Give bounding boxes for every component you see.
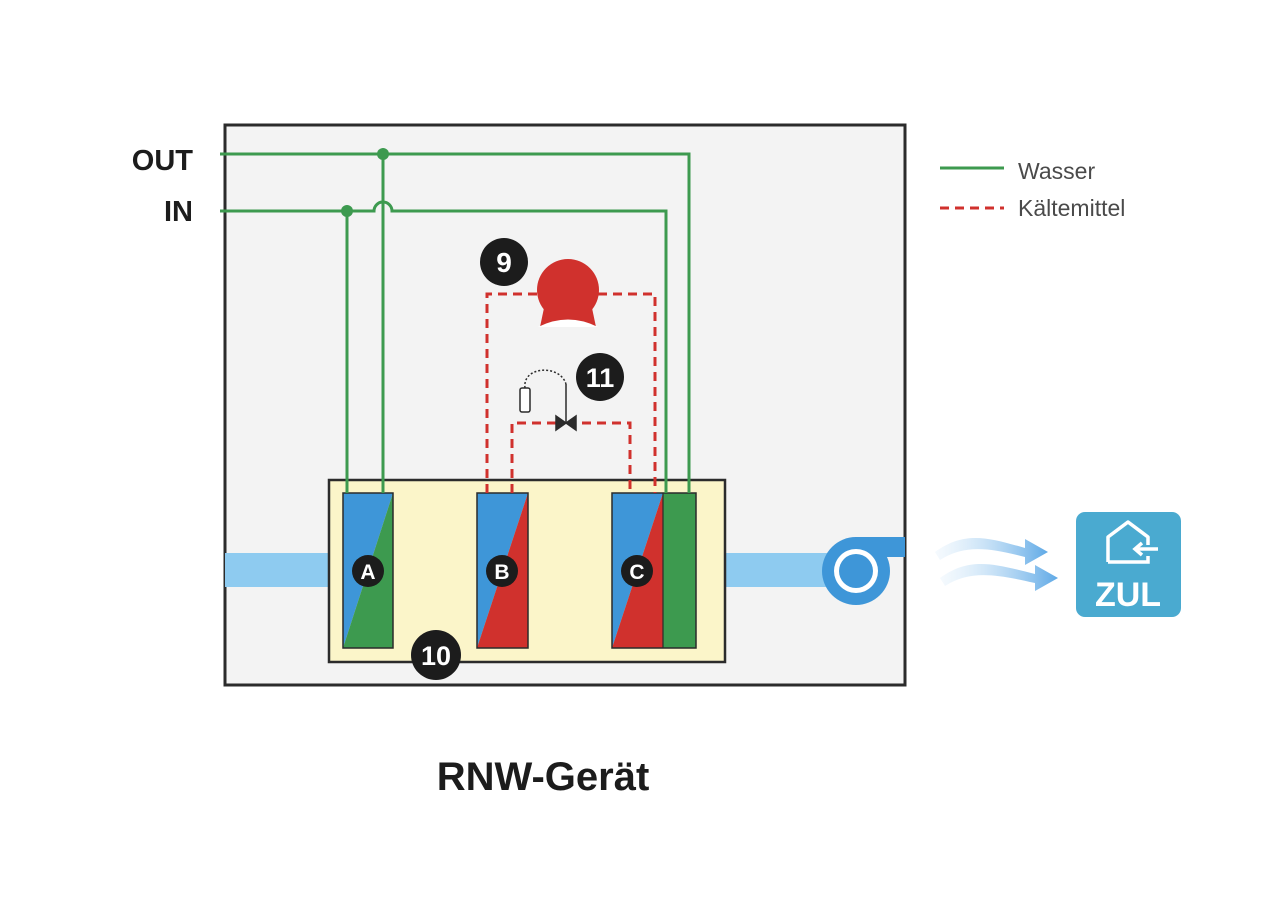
fan-icon	[822, 537, 905, 605]
exchanger-c-label: C	[629, 561, 644, 584]
marker-9-circle	[480, 238, 528, 286]
exchanger-a-badge	[352, 555, 384, 587]
marker-10-label: 10	[421, 641, 451, 671]
marker-9-label: 9	[496, 247, 512, 278]
air-duct-right	[725, 553, 835, 587]
port-in-label: IN	[164, 196, 193, 228]
diagram-caption: RNW-Gerät	[437, 755, 650, 799]
junction-in	[341, 205, 353, 217]
zul-label: ZUL	[1095, 576, 1161, 614]
marker-10-circle	[411, 630, 461, 680]
exchanger-c-badge	[621, 555, 653, 587]
exchanger-a-label: A	[360, 561, 375, 584]
marker-11-circle	[576, 353, 624, 401]
house-entry-icon	[1106, 520, 1150, 562]
compressor	[537, 259, 599, 327]
legend-water-label: Wasser	[1018, 158, 1095, 184]
water-lines	[220, 152, 691, 493]
supply-air-arrows	[935, 537, 1058, 591]
marker-11-label: 11	[586, 363, 615, 393]
exchanger-b-badge	[486, 555, 518, 587]
exchanger-b-label: B	[494, 561, 509, 584]
junction-out	[377, 148, 389, 160]
legend-refrigerant-label: Kältemittel	[1018, 195, 1125, 221]
refrigerant-lines	[485, 292, 657, 493]
zul-badge	[1076, 512, 1181, 617]
air-duct-left	[225, 553, 330, 587]
port-out-label: OUT	[132, 145, 194, 177]
expansion-valve	[519, 369, 577, 432]
